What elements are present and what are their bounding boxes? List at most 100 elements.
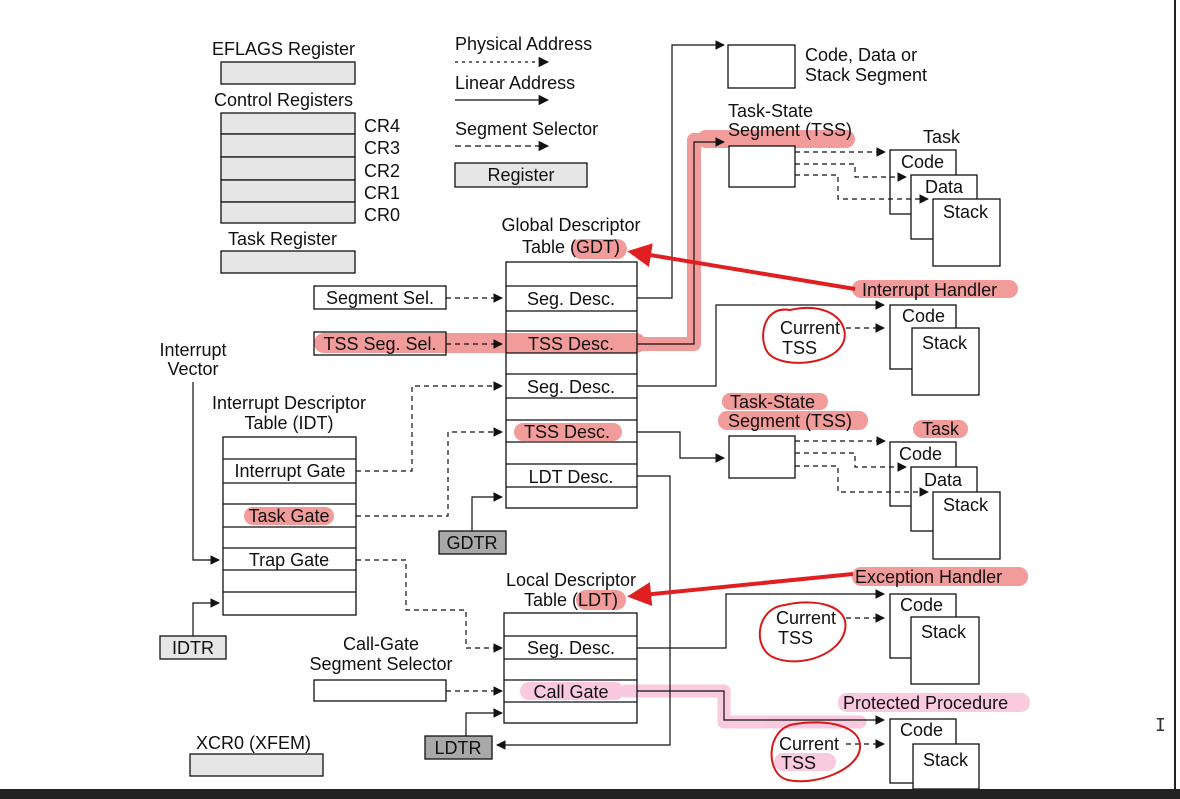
interrupt-vector-arrow [192,382,220,565]
interrupt-handler-to-gdt-arrow [627,243,856,291]
call-gate-sel-box [313,679,447,702]
task-stack-box-top [932,198,1001,267]
gdt-title-1: Global Descriptor [501,215,640,235]
gdt-table: Global Descriptor Table (GDT) Seg. Desc.… [501,215,641,509]
eflags-register [220,61,356,85]
interrupt-vector-label-2: Vector [167,359,218,379]
interrupt-vector-label-1: Interrupt [159,340,226,360]
ldt-title-2: Table (LDT) [524,590,618,610]
cr1-register [220,179,356,203]
xcr0-register [189,753,324,777]
gdt-entry-tss-desc-1: TSS Desc. [528,334,614,354]
tss-top-box [728,145,796,188]
interrupt-handler-label: Interrupt Handler [862,280,997,300]
cr2-register [220,156,356,181]
idtr-label: IDTR [172,638,214,658]
highlight-current-tss-3 [774,753,836,771]
ldt-entry-seg-desc: Seg. Desc. [527,638,615,658]
ih-circle [762,307,846,364]
cr4-register [220,112,356,135]
ldt-frame [503,612,638,724]
ldtr-arrow [465,708,503,736]
control-registers-label: Control Registers [214,90,353,110]
pp-tss-label: TSS [781,753,816,773]
highlight-task-2 [913,420,968,438]
window-border-bottom [0,789,1180,799]
tss-top-label-2: Segment (TSS) [728,120,852,140]
task-label-mid: Task [922,419,960,439]
task-label-top: Task [923,127,961,147]
call-gate-sel-label-1: Call-Gate [343,634,419,654]
tss-mid-to-stack [795,465,929,497]
highlight-exception-handler [852,567,1028,586]
gdt-entry-seg-desc-1: Seg. Desc. [527,289,615,309]
highlight-call-gate [520,682,624,700]
idt-entry-interrupt-gate: Interrupt Gate [234,461,345,481]
eh-stack-box [910,616,980,685]
eh-code-label: Code [900,595,943,615]
tss-top: Task-State Segment (TSS) Task Code Data … [728,101,1001,267]
tss-seg-sel-label: TSS Seg. Sel. [323,334,436,354]
task-gate-to-gdt [356,427,503,517]
pp-stack-label: Stack [923,750,969,770]
protected-procedure-label: Protected Procedure [843,693,1008,713]
tss-mid-box [728,435,796,479]
ldtr-register [424,735,493,760]
idt-title-2: Table (IDT) [244,413,333,433]
ldt-entry-call-gate: Call Gate [533,682,608,702]
gdt-selectors: Segment Sel. TSS Seg. Sel. [313,285,503,356]
ldtr-label: LDTR [434,738,481,758]
exception-handler-group: Exception Handler Code Stack Current TSS [758,567,1002,685]
idt-entry-task-gate: Task Gate [248,506,329,526]
gdt-entry-seg-desc-2: Seg. Desc. [527,377,615,397]
task-register-label: Task Register [228,229,337,249]
interrupt-handler-group: Interrupt Handler Code Stack Current TSS [762,280,997,396]
gdt-frame [505,261,638,509]
ldt-table: Local Descriptor Table (LDT) Seg. Desc. … [309,570,885,760]
cr1-label: CR1 [364,183,400,203]
ih-stack-box [911,327,980,396]
highlight-ldt [576,590,626,610]
gdt-tss-desc-to-tss [637,137,725,345]
pp-code-label: Code [900,720,943,740]
highlight-protected-procedure [838,693,1030,712]
cr2-label: CR2 [364,161,400,181]
xcr0-group: XCR0 (XFEM) [189,733,324,777]
gdtr-group: GDTR [438,492,507,555]
task-stack-label-top: Stack [943,202,989,222]
idt-title-1: Interrupt Descriptor [212,393,366,413]
gdt-title-2: Table (GDT) [522,237,620,257]
highlight-tss-title-2b [718,411,868,430]
ih-code-label: Code [902,306,945,326]
legend-register-label: Register [487,165,554,185]
ih-tss-label: TSS [782,338,817,358]
cr3-label: CR3 [364,138,400,158]
ih-current-label: Current [780,318,840,338]
code-data-stack-box [727,44,796,89]
window-border-right [1174,0,1176,790]
tss-mid-label-2: Segment (TSS) [728,411,852,431]
ldt-seg-desc-to-code [637,589,885,649]
text-cursor-icon: I [1155,715,1166,736]
code-data-stack-label-2: Stack Segment [805,65,927,85]
gdt-seg-desc-to-code [637,300,885,387]
legend-physical-address: Physical Address [455,34,592,54]
highlight-tss-path [633,133,727,351]
eh-circle [758,601,847,663]
tss-top-to-stack [795,174,929,204]
segment-sel-label: Segment Sel. [326,288,434,308]
tss-mid-to-data [795,452,907,472]
highlight-tss-title-top [697,130,855,148]
task-data-label-top: Data [925,177,964,197]
eh-current-label: Current [776,608,836,628]
code-data-stack-segment: Code, Data or Stack Segment [727,44,927,89]
highlight-tss-title-2a [722,393,828,410]
pp-current-label: Current [779,734,839,754]
ldt-call-gate-to-procedure [637,690,885,725]
gdt-tss-desc-to-tss-2 [637,431,725,463]
call-gate-sel-label-2: Segment Selector [309,654,452,674]
idt-entry-trap-gate: Trap Gate [249,550,329,570]
legend-register-box [454,162,588,188]
